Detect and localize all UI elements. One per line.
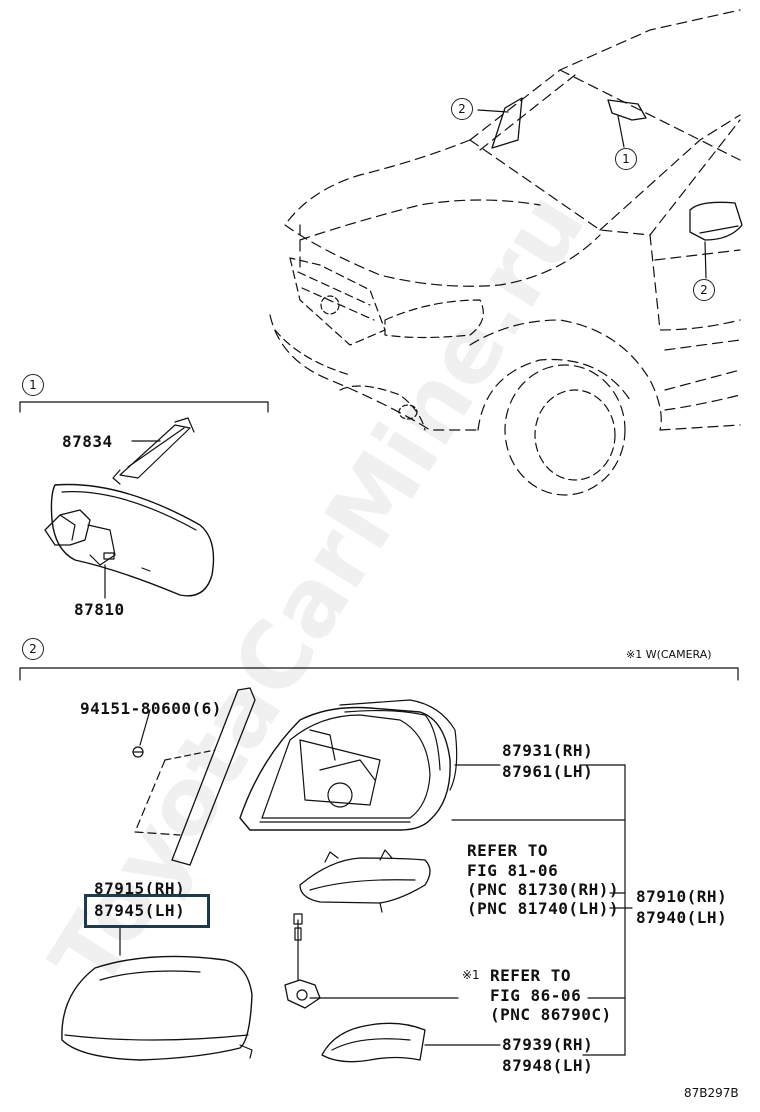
refer-note-turn-signal-line4: (PNC 81740(LH)) (467, 899, 619, 918)
refer-note-turn-signal-line1: REFER TO (467, 841, 549, 860)
callout-2-windshield: 2 (451, 98, 473, 120)
refer-note-turn-signal-line3: (PNC 81730(RH)) (467, 880, 619, 899)
camera-note: ※1 W(CAMERA) (626, 648, 712, 661)
part-label-87940[interactable]: 87940(LH) (636, 908, 728, 927)
part-label-87931[interactable]: 87931(RH) (502, 741, 594, 760)
refer-note-camera-line3: (PNC 86790C) (490, 1005, 612, 1024)
figure-code: 87B297B (684, 1086, 739, 1100)
part-label-87915[interactable]: 87915(RH) (94, 879, 186, 898)
part-label-87910[interactable]: 87910(RH) (636, 887, 728, 906)
part-label-87834[interactable]: 87834 (62, 432, 113, 451)
refer-note-camera-line2[interactable]: FIG 86-06 (490, 986, 582, 1005)
refer-note-turn-signal-line2[interactable]: FIG 81-06 (467, 861, 559, 880)
callout-2-section: 2 (22, 638, 44, 660)
refer-note-camera-line1: REFER TO (490, 966, 572, 985)
vehicle-illustration (269, 9, 743, 496)
refer-note-camera-mark: ※1 (462, 968, 480, 982)
callout-1-inner-mirror: 1 (615, 148, 637, 170)
callout-1-section: 1 (22, 374, 44, 396)
part-label-87810[interactable]: 87810 (74, 600, 125, 619)
part-label-94151-80600[interactable]: 94151-80600(6) (80, 699, 222, 718)
part-highlight-87945 (84, 894, 210, 928)
part-label-87961[interactable]: 87961(LH) (502, 762, 594, 781)
section2-graphics (19, 667, 739, 1063)
part-label-87939[interactable]: 87939(RH) (502, 1035, 594, 1054)
part-label-87945[interactable]: 87945(LH) (94, 901, 186, 920)
callout-2-outer-mirror: 2 (693, 279, 715, 301)
section1-graphics (19, 401, 269, 599)
part-label-87948[interactable]: 87948(LH) (502, 1056, 594, 1075)
